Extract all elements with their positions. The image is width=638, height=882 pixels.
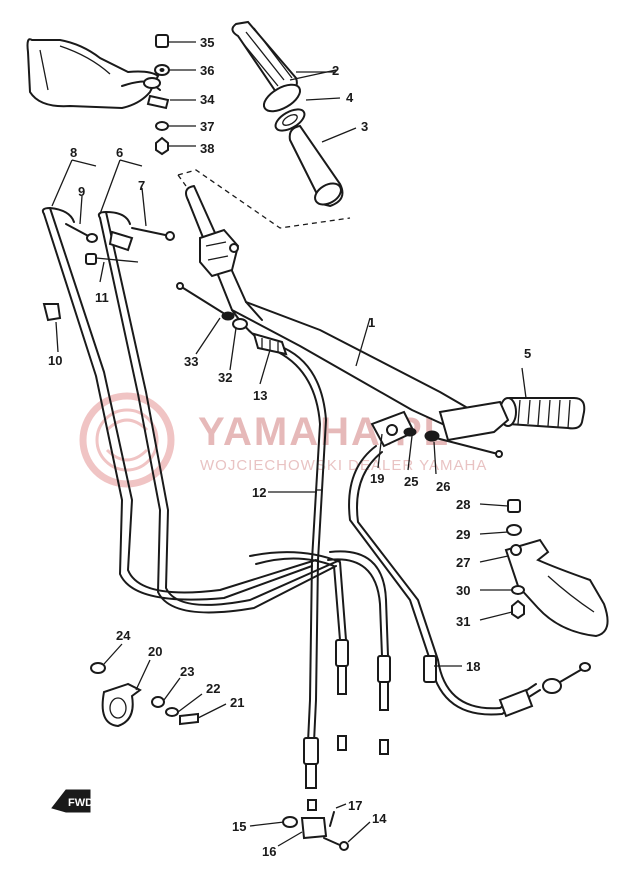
callout-5: 5	[524, 346, 531, 361]
callout-18: 18	[466, 659, 480, 674]
callout-27: 27	[456, 555, 470, 570]
callout-numbers: 1 2 3 4 5 6 7 8 9 10 11 12 13 14 15 16 1…	[48, 35, 531, 859]
throttle-adjuster-group	[176, 282, 288, 356]
callout-17: 17	[348, 798, 362, 813]
callout-24: 24	[116, 628, 131, 643]
callout-8: 8	[70, 145, 77, 160]
forward-direction-badge: FWD	[51, 789, 93, 813]
callout-26: 26	[436, 479, 450, 494]
callout-3: 3	[361, 119, 368, 134]
callout-35: 35	[200, 35, 214, 50]
callout-28: 28	[456, 497, 470, 512]
callout-22: 22	[206, 681, 220, 696]
callout-21: 21	[230, 695, 244, 710]
perch-small-parts	[42, 223, 175, 322]
callout-38: 38	[200, 141, 214, 156]
callout-34: 34	[200, 92, 215, 107]
cable-end-parts	[249, 803, 371, 851]
callout-30: 30	[456, 583, 470, 598]
callout-16: 16	[262, 844, 276, 859]
callout-36: 36	[200, 63, 214, 78]
callout-12: 12	[252, 485, 266, 500]
callout-19: 19	[370, 471, 384, 486]
callout-33: 33	[184, 354, 198, 369]
callout-31: 31	[456, 614, 470, 629]
mirror-fasteners	[154, 34, 196, 156]
mirror-assembly	[26, 38, 170, 110]
watermark-dealer: WOJCIECHOWSKI DEALER YAMAHA	[200, 457, 487, 474]
callout-23: 23	[180, 664, 194, 679]
left-grip	[438, 397, 586, 442]
callout-25: 25	[404, 474, 418, 489]
leader-lines	[51, 69, 527, 667]
callout-29: 29	[456, 527, 470, 542]
forward-badge-label: FWD	[68, 797, 93, 809]
callout-32: 32	[218, 370, 232, 385]
callout-37: 37	[200, 119, 214, 134]
callout-9: 9	[78, 184, 85, 199]
callout-4: 4	[346, 90, 354, 105]
callout-20: 20	[148, 644, 162, 659]
callout-15: 15	[232, 819, 246, 834]
clutch-lever-assembly	[370, 410, 503, 458]
handlebar	[185, 185, 479, 433]
right-lever-group	[479, 499, 609, 638]
callout-6: 6	[116, 145, 123, 160]
callout-10: 10	[48, 353, 62, 368]
watermark: YAMAHA.PL WOJCIECHOWSKI DEALER YAMAHA	[79, 392, 487, 488]
callout-13: 13	[253, 388, 267, 403]
callout-7: 7	[138, 178, 145, 193]
cables	[41, 207, 591, 811]
callout-1: 1	[368, 315, 375, 330]
throttle-grip-group	[177, 20, 357, 229]
callout-2: 2	[332, 63, 339, 78]
callout-14: 14	[372, 811, 387, 826]
callout-11: 11	[95, 290, 109, 305]
cable-clamp-group	[90, 643, 227, 728]
